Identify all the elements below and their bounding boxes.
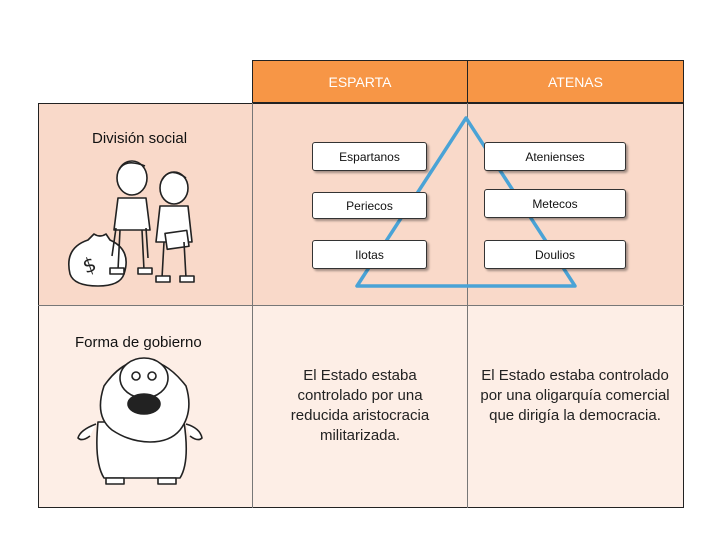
row-label-forma-gobierno: Forma de gobierno (75, 334, 202, 351)
esparta-class-ilotas: Ilotas (312, 240, 427, 269)
header-atenas: ATENAS (467, 60, 684, 103)
esparta-class-label: Ilotas (355, 247, 384, 262)
boys-money-bag-illustration: $ (68, 160, 195, 287)
atenas-class-metecos: Metecos (484, 189, 626, 218)
header-esparta: ESPARTA (252, 60, 468, 103)
atenas-class-label: Doulios (534, 247, 576, 262)
esparta-class-periecos: Periecos (312, 192, 427, 219)
atenas-gobierno-text: El Estado estaba controlado por una olig… (480, 367, 670, 424)
atenas-class-label: Atenienses (525, 149, 585, 164)
atenas-class-atenienses: Atenienses (484, 142, 626, 171)
row-divider (38, 305, 684, 306)
esparta-gobierno-text: El Estado estaba controlado por una redu… (290, 367, 430, 444)
esparta-class-label: Periecos (346, 198, 393, 213)
esparta-class-label: Espartanos (339, 149, 400, 164)
header-esparta-label: ESPARTA (328, 73, 392, 90)
row-label-division-social: División social (92, 130, 188, 147)
esparta-class-espartanos: Espartanos (312, 142, 427, 171)
header-atenas-label: ATENAS (548, 73, 603, 90)
atenas-class-label: Metecos (532, 196, 578, 211)
atenas-class-doulios: Doulios (484, 240, 626, 269)
greek-man-illustration (77, 357, 203, 485)
